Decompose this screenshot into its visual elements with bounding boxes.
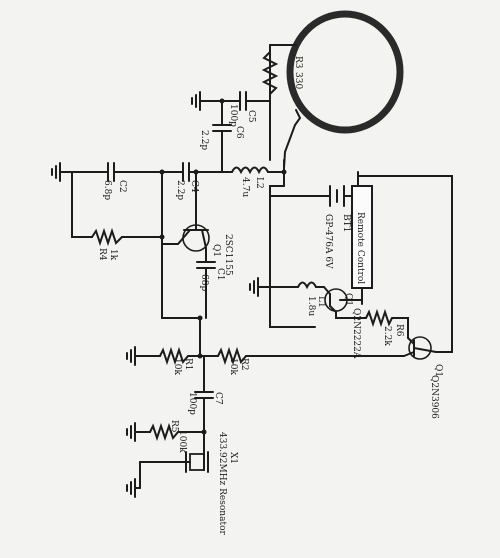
capacitor-c4 <box>182 162 200 182</box>
resistor-r5 <box>149 422 179 442</box>
resistor-r6 <box>365 308 393 328</box>
crystal-x1 <box>185 451 209 473</box>
label-q1-bot: Q1 <box>433 364 443 377</box>
capacitor-c7 <box>194 391 214 407</box>
label-q1-bot-part: Q2N3906 <box>429 375 439 419</box>
resistor-r4 <box>91 227 123 247</box>
label-l1-value: 1.8u <box>306 296 316 316</box>
label-r5-value: 100k <box>177 430 187 453</box>
component-labels: R3 330 C5 100p C6 2.2p L2 4.7u C2 6.8p C… <box>97 56 443 535</box>
label-x1-value: 433.92MHz Resonator <box>217 432 227 535</box>
inductor-l1 <box>297 281 317 290</box>
label-bt1-value: GP-476A 6V <box>323 214 333 269</box>
label-l1: L1 <box>316 296 326 308</box>
label-r4: R4 <box>97 248 107 261</box>
label-q1-mid: Q1 <box>343 293 353 306</box>
inductor-l2 <box>231 166 269 175</box>
label-r4-value: 1k <box>108 249 118 261</box>
resistor-r3 <box>261 51 279 95</box>
resistor-r2 <box>217 346 247 366</box>
label-c5-value: 100p <box>228 104 238 127</box>
label-r6-value: 2.2k <box>382 326 392 346</box>
label-r2: R2 <box>239 358 249 371</box>
label-c7: C7 <box>213 392 223 405</box>
label-c4-value: 2.2p <box>175 180 185 200</box>
remote-control-box <box>351 185 373 289</box>
label-r3-value: 330 <box>293 72 303 89</box>
label-q1-top: Q1 <box>211 244 221 257</box>
label-bt1: BT1 <box>341 214 351 232</box>
label-c1: C1 <box>215 268 225 281</box>
transistor-q1-2sc1155 <box>161 224 210 252</box>
capacitor-c6 <box>212 124 232 141</box>
label-c7-value: 100p <box>187 392 197 415</box>
label-r1-value: 10k <box>172 358 182 375</box>
wires <box>64 44 453 489</box>
label-c2-value: 6.8p <box>102 180 112 200</box>
transistor-q1-q2n2222a <box>323 286 348 313</box>
capacitor-c2 <box>107 162 125 182</box>
label-q1-mid-part: Q2N2222A <box>351 308 361 359</box>
transistor-q1-q2n3906 <box>403 336 437 360</box>
label-c5: C5 <box>246 110 256 123</box>
label-l2-value: 4.7u <box>240 177 250 197</box>
label-r5: R5 <box>169 420 179 433</box>
label-x1: X1 <box>228 452 238 464</box>
ground-symbols <box>51 91 264 498</box>
label-r2-value: 10k <box>228 358 238 375</box>
label-r3: R3 <box>293 56 303 69</box>
label-l2: L2 <box>254 177 264 189</box>
label-c6: C6 <box>234 126 244 139</box>
capacitor-c1 <box>196 261 216 283</box>
battery-bt1 <box>329 185 345 207</box>
label-c2: C2 <box>117 180 127 193</box>
label-r6: R6 <box>394 324 404 337</box>
label-c4: C4 <box>189 180 199 193</box>
capacitor-c5 <box>239 91 256 111</box>
label-q1-top-part: 2SC1155 <box>223 234 233 276</box>
label-remote-control: Remote Control <box>355 212 365 284</box>
loop-antenna <box>286 10 404 134</box>
label-c6-value: 2.2p <box>199 130 209 150</box>
resistor-r1 <box>159 346 189 366</box>
label-r1: R1 <box>183 358 193 371</box>
junctions <box>159 98 287 435</box>
label-c1-value: 68p <box>199 274 209 291</box>
